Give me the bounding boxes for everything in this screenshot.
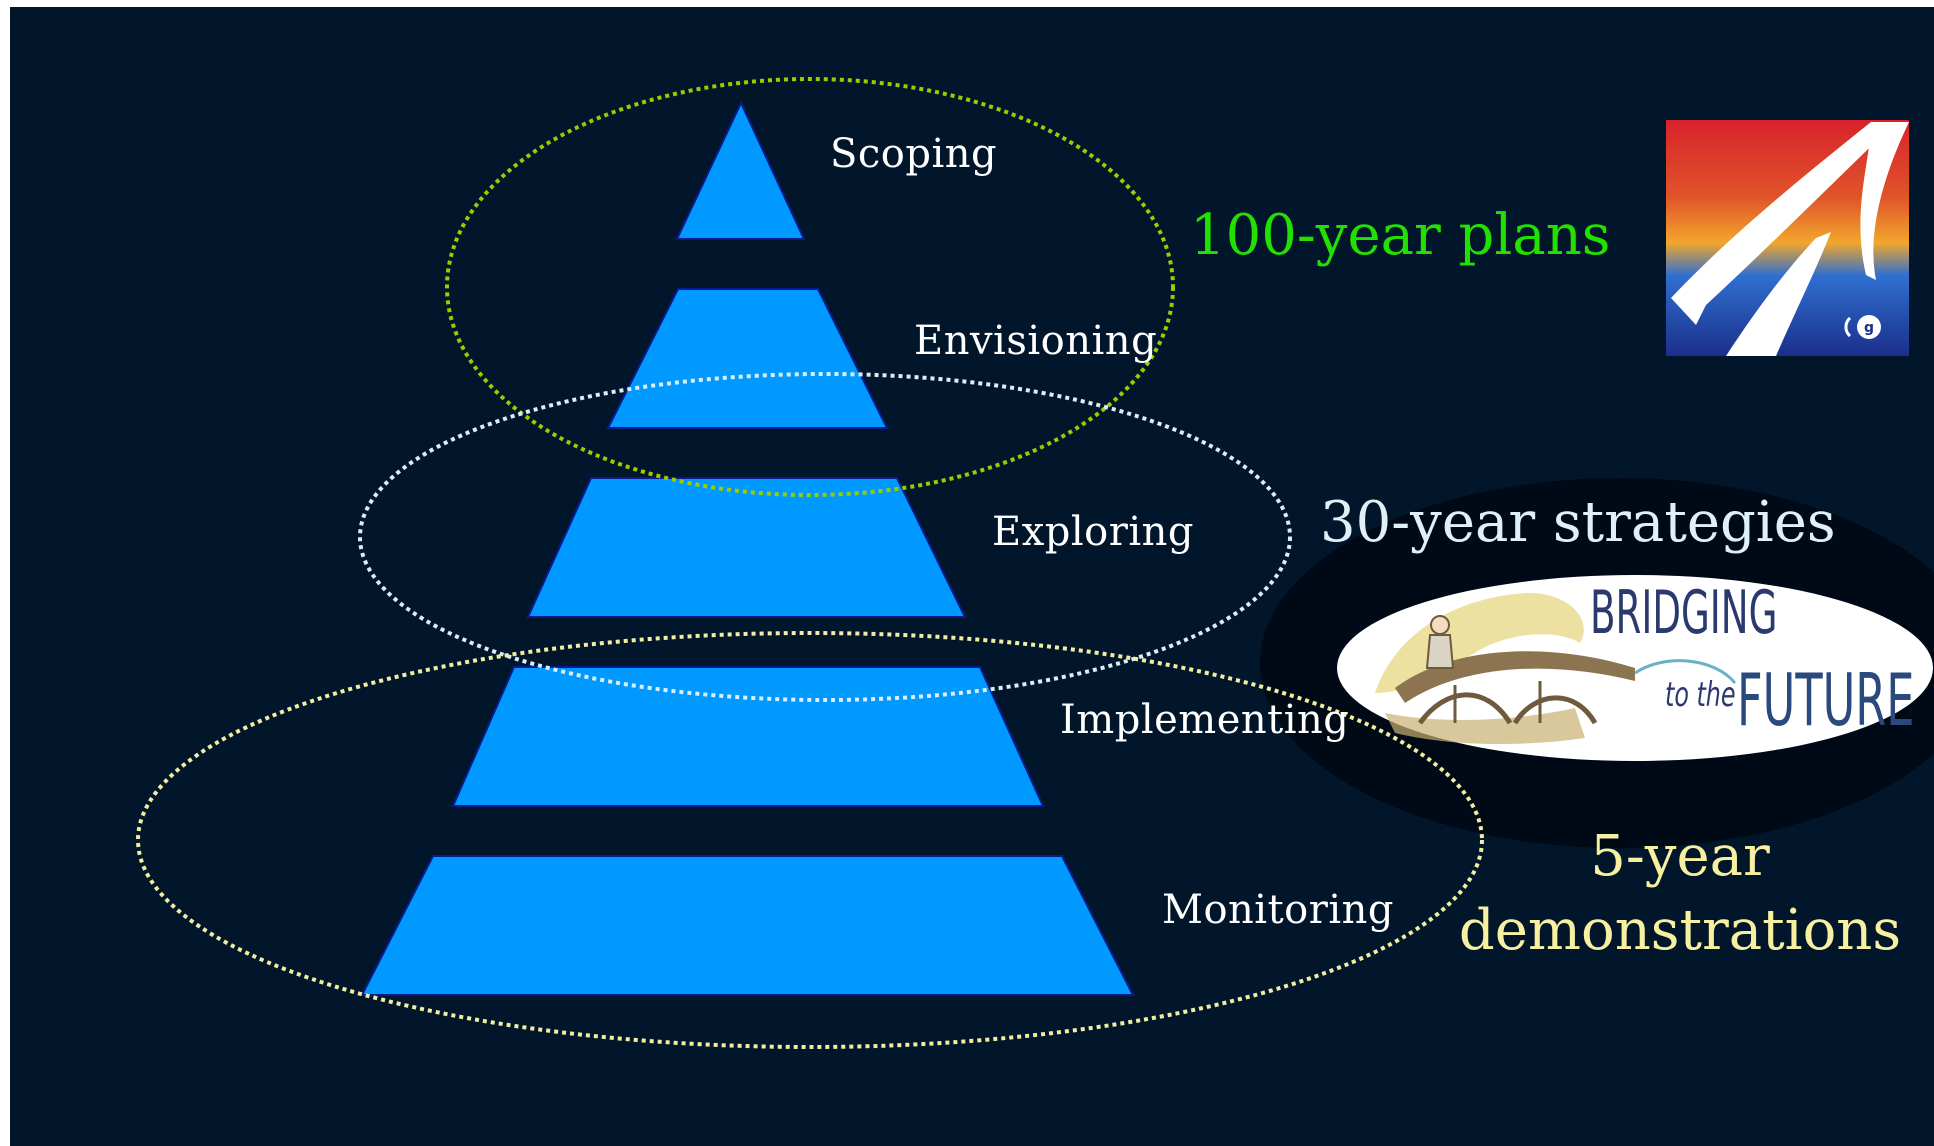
horizon-ring-5-year	[136, 631, 1484, 1049]
horizon-label-5-year-line2: demonstrations	[1458, 898, 1902, 963]
pyramid-tier-monitoring	[360, 855, 1135, 996]
pyramid-diagram	[136, 77, 1934, 1049]
stage-label-exploring: Exploring	[992, 509, 1195, 555]
horizon-label-100-year: 100-year plans	[1190, 203, 1611, 268]
bridging-logo-word-to-the: to the	[1665, 675, 1736, 715]
slide-canvas: Scoping Envisioning Exploring Implementi…	[10, 7, 1934, 1146]
pyramid-tier-scoping	[675, 100, 806, 240]
stage-label-implementing: Implementing	[1060, 697, 1350, 743]
svg-text:g: g	[1864, 320, 1874, 336]
pyramid-tier-exploring	[526, 477, 967, 618]
pyramid-tier-envisioning	[606, 288, 889, 429]
pyramid-tier-implementing	[451, 666, 1045, 807]
horizon-ring-30-year	[358, 372, 1292, 702]
bridging-logo-word-future: FUTURE	[1737, 658, 1915, 742]
bridging-to-the-future-logo: BRIDGING to the FUTURE	[1335, 573, 1934, 763]
bridging-logo-word-bridging: BRIDGING	[1590, 578, 1778, 648]
stage-label-monitoring: Monitoring	[1162, 887, 1395, 933]
emblem-logo: g	[1666, 120, 1909, 356]
horizon-label-5-year-line1: 5-year	[1590, 824, 1770, 889]
horizon-label-30-year: 30-year strategies	[1320, 490, 1836, 555]
stage-label-scoping: Scoping	[830, 131, 998, 177]
horizon-ring-100-year	[445, 77, 1175, 497]
horizon-label-5-year: 5-year demonstrations	[1450, 820, 1910, 968]
stage-label-envisioning: Envisioning	[914, 318, 1158, 364]
